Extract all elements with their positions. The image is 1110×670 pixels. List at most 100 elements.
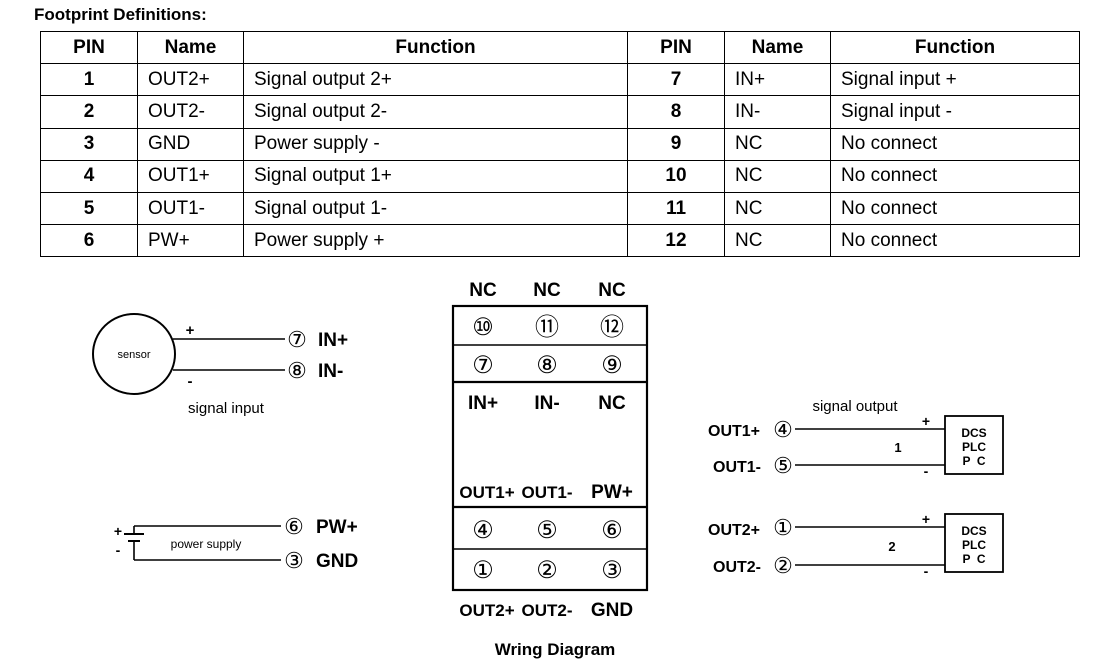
- sensor-label: sensor: [117, 349, 150, 361]
- name-cell: IN-: [724, 95, 831, 129]
- pin-label: OUT2-: [713, 559, 761, 576]
- top-label: NC: [533, 280, 561, 301]
- channel-number: 2: [888, 539, 895, 554]
- header-name: Name: [137, 30, 244, 65]
- header-function: Function: [243, 30, 628, 65]
- pin-cell: 12: [627, 224, 725, 258]
- pin-number: ⑫: [600, 314, 624, 341]
- section-heading: Footprint Definitions:: [34, 5, 207, 24]
- diagram-caption: Wring Diagram: [494, 640, 616, 659]
- dcs-box-text: PLC: [962, 440, 986, 454]
- pin-number: ④: [773, 417, 793, 442]
- pin-cell: 10: [627, 159, 725, 193]
- dcs-box-2: [944, 513, 1004, 573]
- function-cell: Signal output 2+: [243, 63, 628, 97]
- terminal-block-outline: [451, 304, 649, 592]
- dcs-box-1: [944, 415, 1004, 475]
- function-cell: Signal input +: [830, 63, 1080, 97]
- pin-cell: 7: [627, 63, 725, 97]
- pin-label: OUT1+: [708, 423, 760, 440]
- footprint-table: PIN Name Function PIN Name Function 1 OU…: [40, 30, 1080, 258]
- name-cell: NC: [724, 127, 831, 161]
- function-cell: No connect: [830, 159, 1080, 193]
- pin-label: OUT2+: [708, 522, 760, 539]
- plus-sign: +: [922, 413, 930, 429]
- function-cell: Signal input -: [830, 95, 1080, 129]
- terminal-label: OUT2-: [522, 601, 573, 620]
- dcs-box-text: DCS: [961, 524, 986, 538]
- pin-number: ⑦: [472, 352, 494, 379]
- plus-sign: +: [114, 523, 122, 539]
- pin-number: ①: [773, 515, 793, 540]
- pin-cell: 3: [40, 127, 138, 161]
- top-label: NC: [469, 280, 497, 301]
- power-supply-label: power supply: [171, 537, 242, 551]
- pin-number: ①: [472, 557, 494, 584]
- terminal-label: IN+: [468, 393, 498, 414]
- dcs-box-text: P C: [962, 454, 985, 468]
- minus-sign: -: [924, 463, 929, 479]
- pin-number: ⑥: [284, 514, 304, 539]
- function-cell: Signal output 2-: [243, 95, 628, 129]
- pin-label: PW+: [316, 517, 358, 538]
- terminal-label: IN-: [534, 393, 559, 414]
- pin-number: ④: [472, 517, 494, 544]
- terminal-label: OUT2+: [459, 601, 514, 620]
- pin-label: IN-: [318, 361, 343, 382]
- table-header-row: PIN Name Function PIN Name Function: [40, 30, 1080, 65]
- function-cell: Signal output 1+: [243, 159, 628, 193]
- table-row: 4 OUT1+ Signal output 1+ 10 NC No connec…: [40, 159, 1080, 193]
- name-cell: PW+: [137, 224, 244, 258]
- pin-number: ②: [536, 557, 558, 584]
- function-cell: No connect: [830, 224, 1080, 258]
- channel-number: 1: [894, 440, 901, 455]
- function-cell: Power supply +: [243, 224, 628, 258]
- pin-label: OUT1-: [713, 459, 761, 476]
- pin-cell: 2: [40, 95, 138, 129]
- pin-number: ⑧: [287, 358, 307, 383]
- terminal-label: NC: [598, 393, 626, 414]
- name-cell: NC: [724, 224, 831, 258]
- dcs-box-text: PLC: [962, 538, 986, 552]
- pin-label: IN+: [318, 330, 348, 351]
- pin-cell: 9: [627, 127, 725, 161]
- table-row: 2 OUT2- Signal output 2- 8 IN- Signal in…: [40, 95, 1080, 129]
- terminal-label: OUT1+: [459, 483, 514, 502]
- pin-number: ③: [284, 548, 304, 573]
- dcs-box-text: P C: [962, 552, 985, 566]
- pin-number: ⑤: [773, 453, 793, 478]
- function-cell: Signal output 1-: [243, 191, 628, 226]
- minus-sign: -: [188, 373, 193, 390]
- plus-sign: +: [922, 511, 930, 527]
- pin-number: ⑧: [536, 352, 558, 379]
- table-row: 6 PW+ Power supply + 12 NC No connect: [40, 224, 1080, 258]
- name-cell: OUT2+: [137, 63, 244, 97]
- sensor-circle: [92, 313, 176, 395]
- terminal-label: OUT1-: [522, 483, 573, 502]
- function-cell: No connect: [830, 191, 1080, 226]
- pin-number: ②: [773, 553, 793, 578]
- terminal-label: PW+: [591, 482, 633, 503]
- pin-number: ⑥: [601, 517, 623, 544]
- top-label: NC: [598, 280, 626, 301]
- pin-number: ⑨: [601, 352, 623, 379]
- pin-label: GND: [316, 551, 358, 572]
- header-pin: PIN: [40, 30, 138, 65]
- pin-number: ③: [601, 557, 623, 584]
- name-cell: OUT1+: [137, 159, 244, 193]
- pin-cell: 8: [627, 95, 725, 129]
- name-cell: NC: [724, 159, 831, 193]
- name-cell: OUT2-: [137, 95, 244, 129]
- pin-number: ⑩: [472, 314, 494, 341]
- minus-sign: -: [116, 542, 121, 558]
- signal-output-label: signal output: [812, 398, 898, 415]
- pin-number: ⑪: [535, 314, 559, 341]
- pin-cell: 1: [40, 63, 138, 97]
- signal-input-label: signal input: [188, 400, 265, 417]
- pin-number: ⑤: [536, 517, 558, 544]
- header-pin: PIN: [627, 30, 725, 65]
- minus-sign: -: [924, 563, 929, 579]
- plus-sign: +: [186, 322, 195, 339]
- terminal-label: GND: [591, 600, 633, 621]
